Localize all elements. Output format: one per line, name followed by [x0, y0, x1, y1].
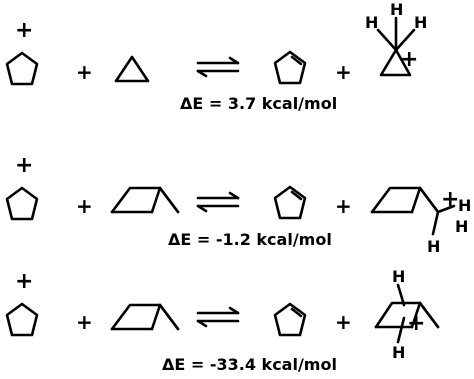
equilibrium-arrow	[196, 306, 240, 328]
cation-charge: +	[441, 187, 459, 212]
equilibrium-arrow	[196, 56, 240, 78]
reaction-1: + + + H H H + ΔE = 3.7 kcal/mol	[5, 0, 427, 113]
plus-sign: +	[76, 310, 93, 334]
cyclopentyl-cation: +	[5, 153, 39, 221]
cyclopropane	[114, 55, 150, 83]
plus-sign: +	[335, 60, 352, 84]
bicyclobutane	[110, 303, 180, 331]
hydrogen-atom: H	[392, 343, 405, 362]
hydrogen-atom: H	[390, 0, 403, 19]
cation-charge: +	[15, 269, 33, 294]
bicyclobutonium-ion: H H +	[374, 267, 440, 362]
hydrogen-atom: H	[455, 217, 468, 236]
reaction-2: + + + H H H +	[5, 153, 471, 256]
hydrogen-atom: H	[392, 267, 405, 286]
cation-charge: +	[400, 47, 418, 72]
plus-sign: +	[335, 194, 352, 218]
energy-label: ΔE = -1.2 kcal/mol	[168, 230, 332, 249]
plus-sign: +	[335, 310, 352, 334]
plus-sign: +	[76, 194, 93, 218]
hydrogen-atom: H	[365, 13, 378, 32]
energy-label: ΔE = -33.4 kcal/mol	[162, 355, 337, 374]
protonated-bicyclobutane: H H H +	[370, 186, 471, 256]
hydrogen-atom: H	[458, 196, 471, 215]
cyclopentene	[273, 185, 307, 220]
equilibrium-arrow	[196, 191, 240, 213]
hydrogen-atom: H	[414, 13, 427, 32]
cyclopentyl-cation: +	[5, 269, 39, 337]
cation-charge: +	[407, 311, 425, 336]
cyclopentene	[273, 50, 307, 85]
cation-charge: +	[15, 153, 33, 178]
energy-label: ΔE = 3.7 kcal/mol	[180, 94, 337, 113]
reaction-3: + + + H H + Δ	[5, 267, 440, 374]
plus-sign: +	[76, 60, 93, 84]
protonated-cyclopropane: H H H +	[365, 0, 427, 77]
bicyclobutane	[110, 186, 180, 214]
cyclopentene	[273, 302, 307, 337]
hydrogen-atom: H	[427, 237, 440, 256]
cyclopentyl-cation: +	[5, 18, 39, 86]
cation-charge: +	[15, 18, 33, 43]
